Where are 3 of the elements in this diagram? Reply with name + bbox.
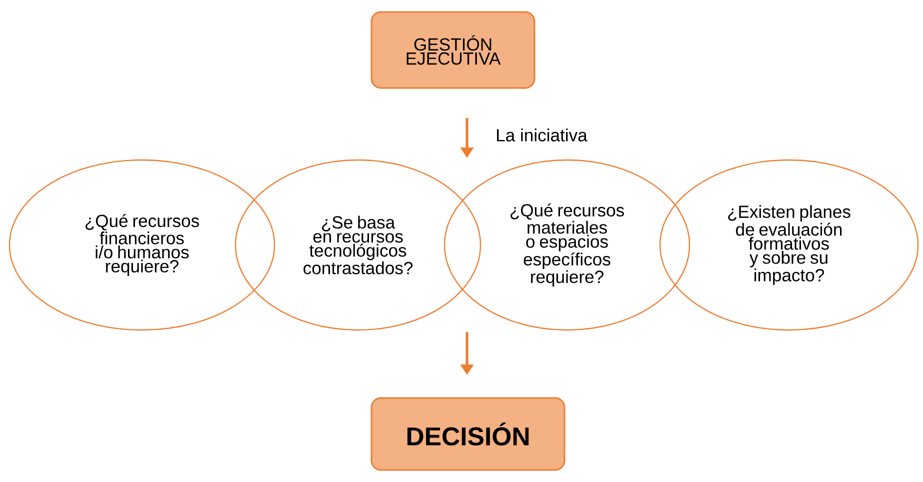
- arrow-label: La iniciativa: [497, 128, 588, 142]
- process-box: GESTIÓN EJECUTIVA: [370, 11, 536, 89]
- process-box: DECISIÓN: [370, 397, 566, 471]
